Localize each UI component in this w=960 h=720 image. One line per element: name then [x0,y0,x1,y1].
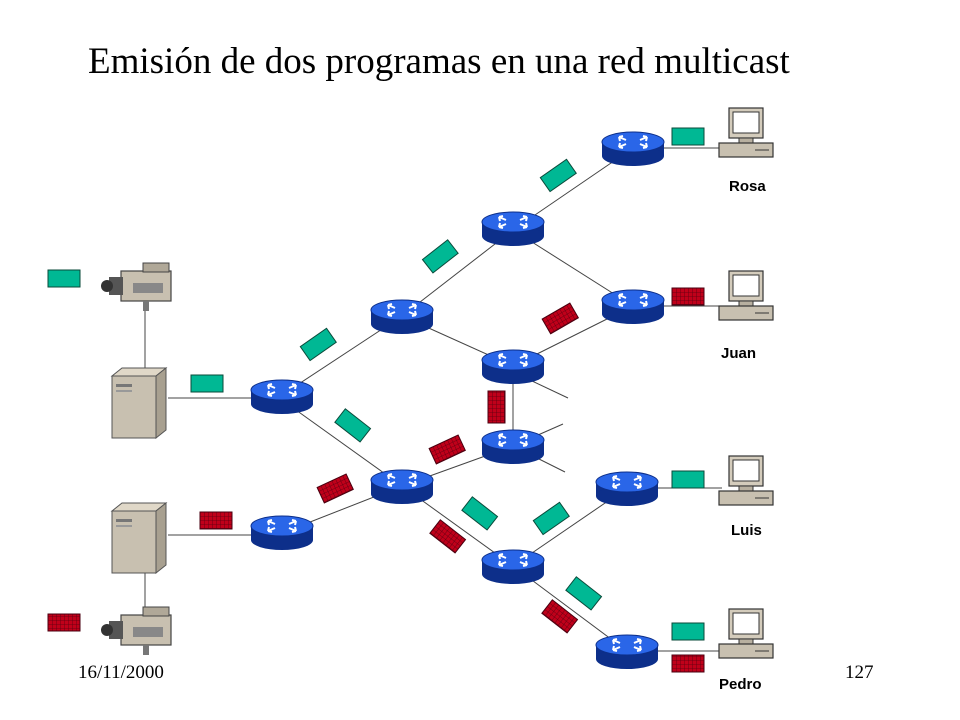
host-label-rosa: Rosa [729,178,766,195]
computer-icon [718,608,774,659]
slide-title: Emisión de dos programas en una red mult… [88,41,790,82]
red-packet [47,613,81,632]
green-packet [671,622,705,641]
router-icon [595,471,659,507]
server-icon [111,367,167,439]
link-lines [144,147,722,652]
video-camera-icon [100,262,172,312]
host-label-luis: Luis [731,522,762,539]
red-packet [541,302,580,335]
red-packet [429,519,467,554]
router-icon [370,299,434,335]
router-icon [370,469,434,505]
green-packets [47,127,705,641]
green-packet [671,127,705,146]
router-icon [481,211,545,247]
red-packet [199,511,233,530]
router-icon [601,131,665,167]
computer-icon [718,107,774,158]
router-icon [481,549,545,585]
router-icon [481,349,545,385]
green-packet [671,470,705,489]
green-packet [461,496,499,531]
computer-icon [718,270,774,321]
video-camera-icon [100,606,172,656]
computer-icon [718,455,774,506]
red-packet [541,599,579,634]
router-icon [601,289,665,325]
green-packet [539,158,577,193]
red-packet [428,434,466,465]
green-packet [565,576,603,611]
green-packet [47,269,81,288]
host-label-pedro: Pedro [719,676,762,693]
red-packets [47,287,705,673]
green-packet [334,408,372,443]
slide-page-number: 127 [845,662,874,683]
red-packet [671,654,705,673]
router-icon [250,379,314,415]
host-label-juan: Juan [721,345,756,362]
router-icon [595,634,659,670]
green-packet [299,327,337,362]
green-packet [190,374,224,393]
router-icon [481,429,545,465]
server-icon [111,502,167,574]
router-icon [250,515,314,551]
red-packet [671,287,705,306]
red-packet [316,473,354,504]
slide-date: 16/11/2000 [78,662,164,683]
green-packet [421,239,459,274]
red-packet [487,390,506,424]
green-packet [532,501,570,536]
